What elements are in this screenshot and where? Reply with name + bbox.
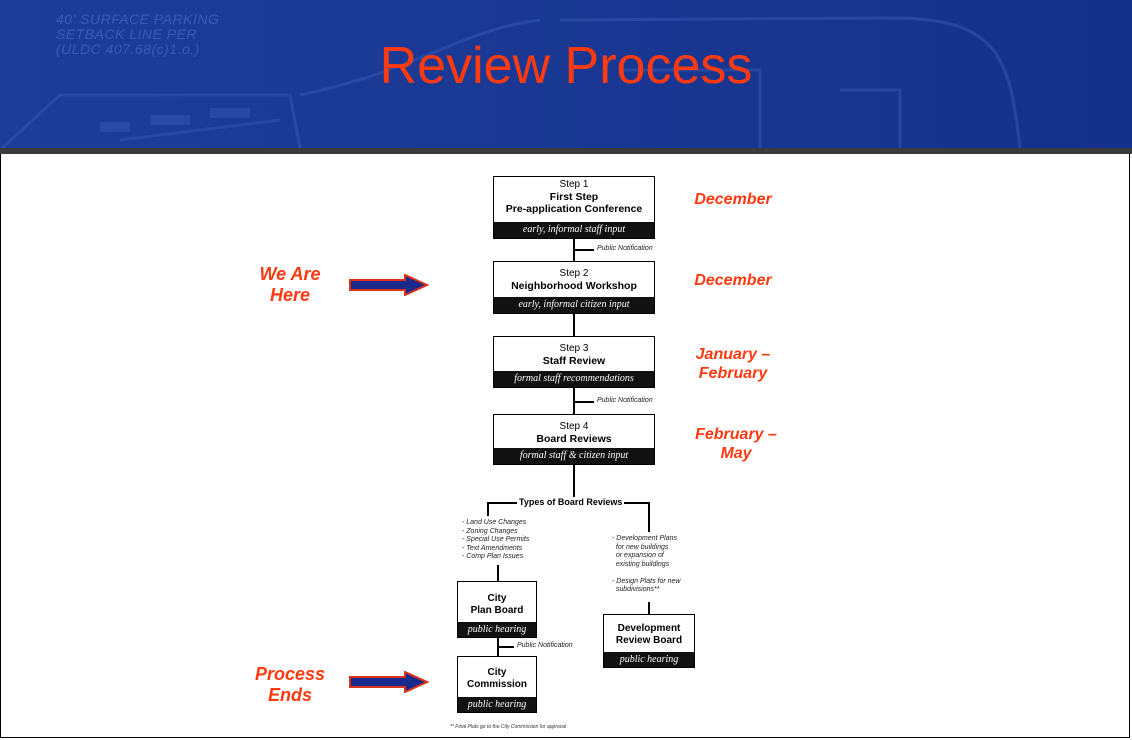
step-description: early, informal staff input bbox=[494, 222, 654, 238]
step-box-4: Step 4 Board Reviews formal staff & citi… bbox=[493, 414, 655, 465]
flow-connector bbox=[573, 314, 575, 336]
step-number: Step 3 bbox=[559, 343, 589, 354]
date-line: May bbox=[720, 445, 752, 462]
step-box-4-text: Step 4 Board Reviews bbox=[494, 415, 654, 445]
box-title-line: City bbox=[487, 667, 507, 678]
flow-connector bbox=[573, 465, 575, 497]
notification-tick bbox=[498, 646, 514, 648]
date-step-3: January – February bbox=[688, 345, 778, 383]
step-name: First Step bbox=[549, 191, 599, 203]
header-banner: 40' SURFACE PARKING SETBACK LINE PER (UL… bbox=[0, 0, 1132, 148]
page-title: Review Process bbox=[379, 37, 753, 95]
flow-connector bbox=[497, 565, 499, 581]
types-of-board-reviews-label: Types of Board Reviews bbox=[517, 497, 625, 507]
date-step-2: December bbox=[694, 272, 772, 289]
step-number: Step 1 bbox=[559, 179, 589, 190]
callout-line: We Are bbox=[259, 264, 321, 284]
date-step-1: December bbox=[694, 191, 772, 208]
step-name-sub: Pre-application Conference bbox=[505, 203, 643, 215]
we-are-here-callout: We Are Here bbox=[250, 264, 330, 306]
types-bracket-left bbox=[487, 502, 489, 516]
city-plan-board-title: City Plan Board bbox=[458, 582, 536, 617]
development-review-board-box: Development Review Board public hearing bbox=[603, 614, 695, 668]
date-line: January – bbox=[695, 346, 771, 363]
flow-connector bbox=[573, 239, 575, 261]
step-name: Staff Review bbox=[542, 355, 606, 367]
notification-label: Public Notification bbox=[517, 642, 573, 649]
step-box-1: Step 1 First Step Pre-application Confer… bbox=[493, 176, 655, 239]
date-line: February bbox=[698, 365, 768, 382]
flow-connector bbox=[648, 602, 650, 614]
step-box-2-text: Step 2 Neighborhood Workshop bbox=[494, 262, 654, 292]
step-description: formal staff recommendations bbox=[494, 371, 654, 387]
box-title-line: Commission bbox=[466, 679, 527, 690]
date-line: February – bbox=[695, 426, 777, 443]
footnote: ** Final Plats go to the City Commission… bbox=[450, 724, 567, 730]
step-name: Neighborhood Workshop bbox=[511, 280, 637, 292]
step-name: Board Reviews bbox=[536, 433, 612, 445]
step-box-3: Step 3 Staff Review formal staff recomme… bbox=[493, 336, 655, 388]
box-title-line: Review Board bbox=[615, 635, 683, 646]
step-description: formal staff & citizen input bbox=[494, 448, 654, 464]
box-description: public hearing bbox=[604, 652, 694, 667]
flow-connector bbox=[497, 638, 499, 656]
notification-label: Public Notification bbox=[597, 397, 653, 404]
step-box-1-text: Step 1 First Step Pre-application Confer… bbox=[494, 177, 654, 215]
notification-tick bbox=[574, 249, 594, 251]
flow-connector bbox=[573, 388, 575, 414]
city-commission-box: City Commission public hearing bbox=[457, 656, 537, 713]
step-box-2: Step 2 Neighborhood Workshop early, info… bbox=[493, 261, 655, 314]
callout-line: Here bbox=[269, 285, 311, 305]
city-plan-board-box: City Plan Board public hearing bbox=[457, 581, 537, 638]
banner-background-text: 40' SURFACE PARKING SETBACK LINE PER (UL… bbox=[56, 11, 220, 57]
process-ends-callout: Process Ends bbox=[250, 664, 330, 706]
box-description: public hearing bbox=[458, 697, 536, 712]
process-ends-arrow-icon bbox=[349, 671, 429, 693]
box-title-line: City bbox=[487, 593, 507, 604]
step-box-3-text: Step 3 Staff Review bbox=[494, 337, 654, 367]
box-title-line: Development bbox=[617, 623, 681, 634]
notification-label: Public Notification bbox=[597, 245, 653, 252]
step-description: early, informal citizen input bbox=[494, 297, 654, 313]
types-bracket-right bbox=[648, 502, 650, 532]
notification-tick bbox=[574, 401, 594, 403]
step-number: Step 4 bbox=[559, 421, 589, 432]
box-description: public hearing bbox=[458, 622, 536, 637]
left-review-list: - Land Use Changes - Zoning Changes - Sp… bbox=[462, 519, 530, 560]
step-number: Step 2 bbox=[559, 268, 589, 279]
city-commission-title: City Commission bbox=[458, 657, 536, 691]
development-review-board-title: Development Review Board bbox=[604, 615, 694, 647]
date-step-4: February – May bbox=[686, 425, 786, 463]
header-divider bbox=[0, 148, 1132, 154]
box-title-line: Plan Board bbox=[470, 605, 524, 616]
banner-background-drawing bbox=[0, 16, 1022, 148]
callout-line: Ends bbox=[267, 685, 312, 705]
callout-line: Process bbox=[254, 664, 326, 684]
we-are-here-arrow-icon bbox=[349, 274, 429, 296]
right-review-list: - Development Plans for new buildings or… bbox=[612, 535, 681, 593]
